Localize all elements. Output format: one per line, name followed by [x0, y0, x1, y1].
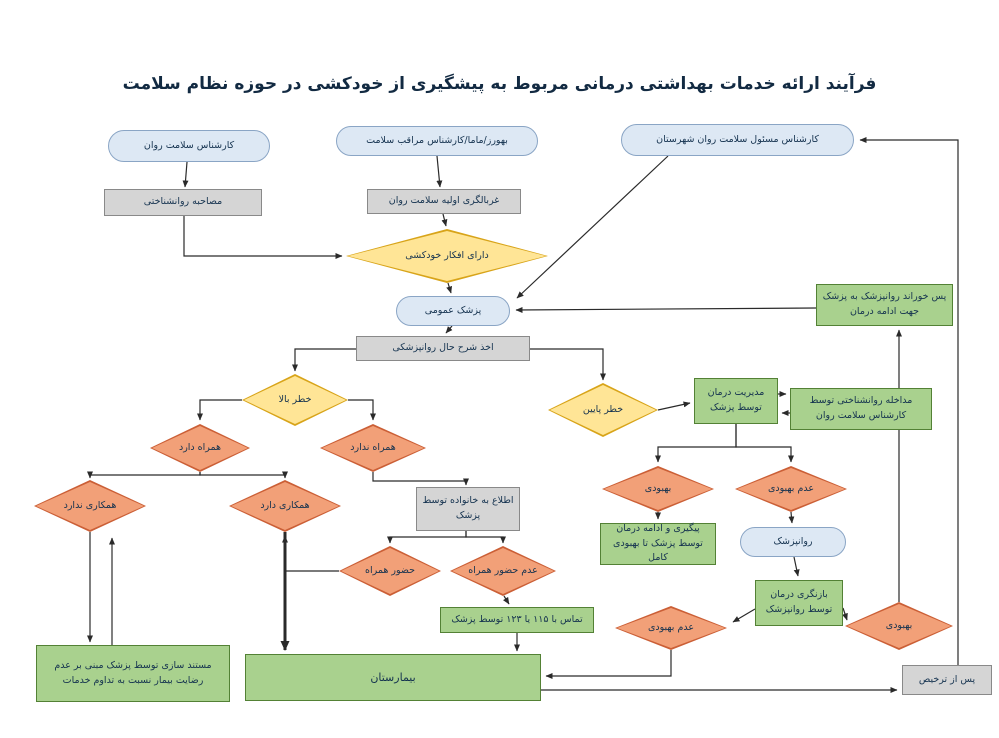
flow-arrow — [197, 399, 242, 421]
node-label: روانپزشک — [773, 535, 813, 547]
node-label: مصاحبه روانشناختی — [143, 196, 223, 208]
node-label: کارشناس سلامت روان — [143, 139, 235, 151]
flow-arrow — [545, 650, 672, 679]
node-improved-2-decision: بهبودی — [845, 602, 953, 650]
node-hospital: بیمارستان — [245, 654, 541, 701]
node-label: همکاری دارد — [260, 499, 310, 511]
flow-arrow — [441, 213, 448, 227]
node-mental-health-expert: کارشناس سلامت روان — [108, 130, 270, 162]
node-improved-decision: بهبودی — [602, 466, 714, 512]
flow-arrow — [842, 607, 848, 621]
node-label: تماس با ۱۱۵ یا ۱۲۳ توسط پزشک — [451, 613, 583, 625]
node-treatment-review: بازنگری درمان توسط روانپزشک — [755, 580, 843, 626]
flow-arrow — [503, 595, 510, 605]
flow-arrow — [387, 531, 467, 544]
node-companion-absent-decision: عدم حضور همراه — [450, 546, 556, 596]
node-label: بهبودی — [885, 619, 913, 631]
node-label: مستند سازی توسط پزشک مبنی بر عدم رضایت ب… — [54, 659, 212, 686]
node-psych-history: اخذ شرح حال روانپزشکی — [356, 336, 530, 361]
node-label: غربالگری اولیه سلامت روان — [388, 195, 500, 207]
flow-arrow — [348, 399, 376, 421]
flow-arrow — [183, 216, 343, 259]
node-after-discharge: پس از ترخیص — [902, 665, 992, 695]
flow-arrow — [199, 471, 288, 479]
node-label: مداخله روانشناختی توسط کارشناس سلامت روا… — [809, 395, 913, 421]
flow-arrow — [372, 472, 469, 486]
node-label: کارشناس مسئول سلامت روان شهرستان — [656, 133, 819, 145]
flow-arrow — [530, 348, 606, 381]
node-label: بهورز/ماما/کارشناس مراقب سلامت — [366, 134, 508, 146]
page-title: فرآیند ارائه خدمات بهداشتی درمانی مربوط … — [122, 74, 877, 94]
node-general-physician: پزشک عمومی — [396, 296, 510, 326]
flow-arrow — [655, 424, 737, 463]
node-documentation: مستند سازی توسط پزشک مبنی بر عدم رضایت ب… — [36, 645, 230, 702]
node-has-companion-decision: همراه دارد — [150, 424, 250, 472]
node-psychiatrist-feedback: پس خوراند روانپزشک به پزشک جهت ادامه درم… — [816, 284, 953, 326]
node-label: پس از ترخیص — [918, 673, 976, 685]
flow-arrow — [515, 306, 817, 313]
node-label: عدم بهبودی — [647, 621, 695, 633]
node-label: حضور همراه — [365, 564, 415, 576]
node-initial-screening: غربالگری اولیه سلامت روان — [367, 189, 521, 214]
node-high-risk-decision: خطر بالا — [242, 374, 348, 426]
flow-arrow — [445, 325, 453, 334]
node-follow-up-treatment: پیگیری و ادامه درمان توسط پزشک تا بهبودی… — [600, 523, 716, 565]
node-label: همراه دارد — [178, 441, 222, 453]
flow-arrow — [732, 608, 756, 623]
node-no-cooperation-decision: همکاری ندارد — [34, 480, 146, 532]
node-label: بیمارستان — [370, 670, 416, 684]
node-label: همراه ندارد — [350, 441, 396, 453]
node-label: همکاری ندارد — [63, 499, 117, 511]
flow-arrow — [735, 424, 794, 463]
node-label: پیگیری و ادامه درمان توسط پزشک تا بهبودی… — [613, 522, 703, 564]
node-not-improved-decision: عدم بهبودی — [735, 466, 847, 512]
node-label: عدم حضور همراه — [468, 564, 538, 576]
flow-arrow — [516, 155, 669, 299]
node-label: خطر بالا — [278, 393, 312, 405]
flow-arrow — [436, 155, 443, 188]
flow-arrow — [859, 137, 959, 665]
node-low-risk-decision: خطر پایین — [548, 383, 658, 437]
node-label: بازنگری درمان توسط روانپزشک — [765, 589, 833, 615]
node-treatment-management: مدیریت درمان توسط پزشک — [694, 378, 778, 424]
node-label: اخذ شرح حال روانپزشکی — [392, 342, 494, 354]
node-companion-present-decision: حضور همراه — [339, 546, 441, 596]
node-behvarz-midwife: بهورز/ماما/کارشناس مراقب سلامت — [336, 126, 538, 156]
node-label: اطلاع به خانواده توسط پزشک — [422, 495, 514, 521]
node-inform-family: اطلاع به خانواده توسط پزشک — [416, 487, 520, 531]
flow-arrow — [793, 556, 800, 577]
node-not-improved-2-decision: عدم بهبودی — [615, 606, 727, 650]
node-label: عدم بهبودی — [767, 482, 815, 494]
node-psych-intervention: مداخله روانشناختی توسط کارشناس سلامت روا… — [790, 388, 932, 430]
node-psychiatrist: روانپزشک — [740, 527, 846, 557]
flow-arrow — [87, 471, 201, 479]
node-label: دارای افکار خودکشی — [405, 249, 489, 261]
node-label: مدیریت درمان توسط پزشک — [707, 387, 765, 413]
node-label: بهبودی — [644, 482, 672, 494]
flow-arrow — [788, 511, 795, 524]
flow-arrow — [446, 282, 453, 294]
flow-arrow — [182, 161, 189, 188]
flow-arrow — [282, 535, 339, 572]
node-psych-interview: مصاحبه روانشناختی — [104, 189, 262, 216]
flow-arrow — [292, 348, 356, 372]
node-county-mh-officer: کارشناس مسئول سلامت روان شهرستان — [621, 124, 854, 156]
node-label: خطر پایین — [582, 403, 624, 415]
node-cooperates-decision: همکاری دارد — [229, 480, 341, 532]
flow-arrow — [465, 531, 506, 544]
node-suicidal-thoughts-decision: دارای افکار خودکشی — [346, 229, 548, 283]
node-label: پزشک عمومی — [424, 304, 482, 316]
node-label: پس خوراند روانپزشک به پزشک جهت ادامه درم… — [822, 291, 947, 317]
node-call-emergency: تماس با ۱۱۵ یا ۱۲۳ توسط پزشک — [440, 607, 594, 633]
node-no-companion-decision: همراه ندارد — [320, 424, 426, 472]
flow-arrow — [657, 401, 691, 411]
